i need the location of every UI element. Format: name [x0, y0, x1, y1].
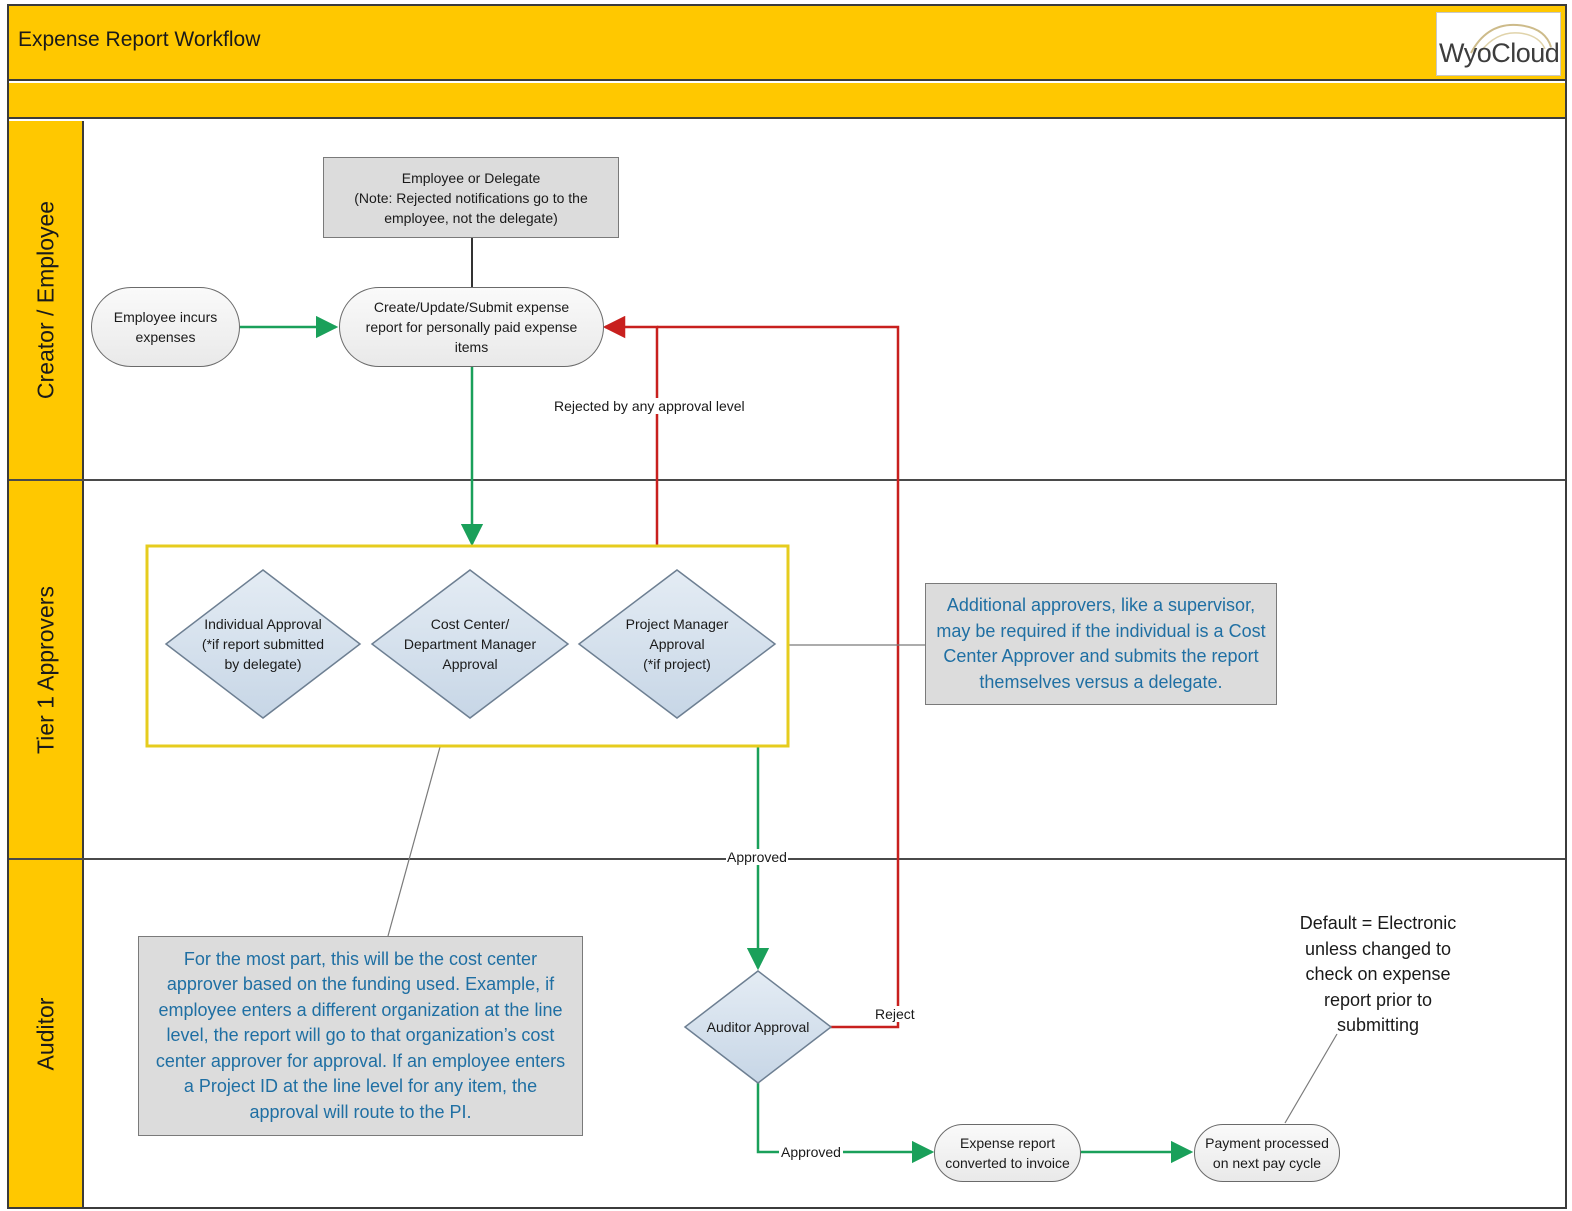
arrow-auditor-to-invoice: [756, 1083, 935, 1164]
employee-incurs-label: Employee incurs expenses: [113, 309, 218, 345]
callout-line-cost-center: [387, 746, 441, 937]
approved-label-auditor: Approved: [779, 1144, 843, 1160]
additional-approvers-note: Additional approvers, like a supervisor,…: [925, 583, 1277, 705]
arrow-rejected-return: [602, 315, 659, 546]
diagram-frame: [7, 4, 1567, 1209]
create-submit-report: Create/Update/Submit expense report for …: [339, 287, 604, 367]
lane-tier1: Tier 1 Approvers: [9, 481, 84, 858]
cost-center-approval-diamond: [370, 569, 570, 719]
auditor-approval-label: Auditor Approval: [706, 1019, 810, 1035]
approver-group-box: [145, 544, 790, 748]
lane-divider: [9, 479, 1565, 481]
individual-approval-diamond: [164, 569, 362, 719]
create-submit-label: Create/Update/Submit expense report for …: [365, 299, 578, 355]
approved-label-tier1: Approved: [726, 849, 788, 865]
employee-or-delegate-box: Employee or Delegate (Note: Rejected not…: [323, 157, 619, 238]
payment-processed: Payment processed on next pay cycle: [1194, 1124, 1340, 1182]
payment-label: Payment processed on next pay cycle: [1205, 1135, 1329, 1171]
wyocloud-logo: WyoCloud: [1436, 12, 1561, 76]
expense-report-converted: Expense report converted to invoice: [934, 1124, 1081, 1182]
auditor-approval-diamond: [683, 970, 833, 1084]
project-manager-approval-diamond: [577, 569, 777, 719]
lane-creator: Creator / Employee: [9, 121, 84, 479]
header-bar: [9, 6, 1565, 81]
reject-label-auditor: Reject: [874, 1006, 916, 1022]
individual-approval-label: Individual Approval (*if report submitte…: [201, 616, 325, 672]
cost-center-approver-note: For the most part, this will be the cost…: [138, 936, 583, 1136]
cloud-arc-icon: [1470, 23, 1552, 54]
cost-center-approval-label: Cost Center/ Department Manager Approval: [403, 616, 537, 672]
arrow-auditor-reject: [657, 325, 900, 1029]
header-subbar: [9, 83, 1565, 119]
lane-auditor: Auditor: [9, 860, 84, 1207]
page-title: Expense Report Workflow: [18, 28, 261, 51]
logo-text: WyoCloud: [1439, 38, 1560, 68]
callout-line-default: [1284, 1033, 1338, 1124]
converted-label: Expense report converted to invoice: [945, 1135, 1070, 1171]
project-manager-approval-label: Project Manager Approval (*if project): [625, 616, 729, 672]
default-electronic-note: Default = Electronic unless changed to c…: [1299, 913, 1457, 1035]
employee-incurs-expenses: Employee incurs expenses: [91, 287, 240, 367]
rejected-by-any-level-label: Rejected by any approval level: [554, 398, 745, 414]
